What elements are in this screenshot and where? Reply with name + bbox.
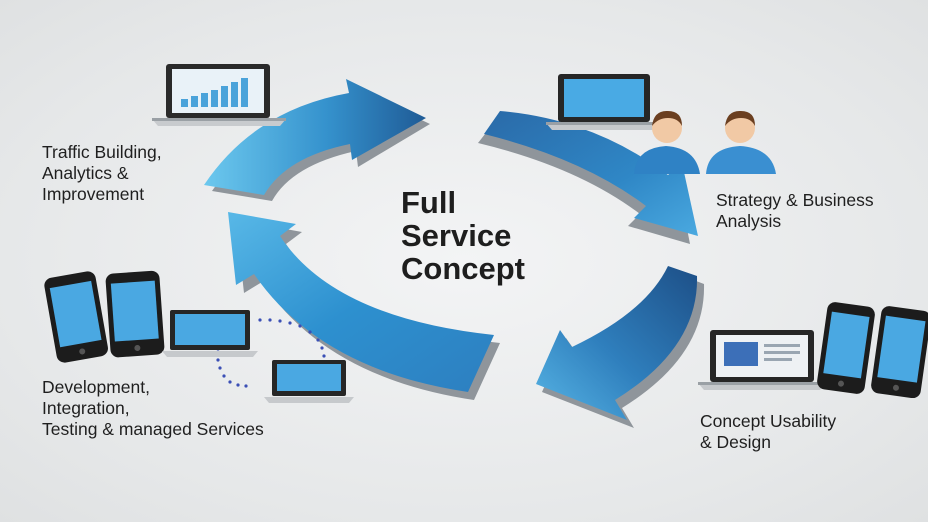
title-line-3: Concept <box>401 251 525 286</box>
diagram-title: Full Service Concept <box>401 186 601 285</box>
stage-development-line-1: Development, <box>42 377 150 397</box>
stage-traffic-line-3: Improvement <box>42 184 145 204</box>
stage-strategy-line-2: Analysis <box>716 211 782 231</box>
arrow-analytics-to-strategy <box>204 79 430 201</box>
stage-concept-line-2: & Design <box>700 432 772 452</box>
dev-smartphones-icon <box>44 270 165 363</box>
arrow-development-to-analytics <box>228 212 500 400</box>
stage-label-strategy: Strategy & Business Analysis <box>716 190 874 232</box>
title-line-1: Full <box>401 185 457 220</box>
stage-development-line-2: Integration, <box>42 398 130 418</box>
laptop-icon <box>546 74 662 130</box>
smartphones-icon <box>817 302 928 398</box>
stage-label-traffic: Traffic Building, Analytics & Improvemen… <box>42 142 162 205</box>
two-people-icon <box>634 110 776 174</box>
laptop-wireframe-icon <box>698 330 826 390</box>
stage-traffic-line-2: Analytics & <box>42 163 129 183</box>
laptop-bar-chart-icon <box>152 64 286 126</box>
stage-label-development: Development, Integration, Testing & mana… <box>42 377 264 440</box>
stage-traffic-line-1: Traffic Building, <box>42 142 162 162</box>
stage-strategy-line-1: Strategy & Business <box>716 190 874 210</box>
networked-laptops-icon <box>162 310 354 403</box>
title-line-2: Service <box>401 218 512 253</box>
stage-concept-line-1: Concept Usability <box>700 411 837 431</box>
stage-development-line-3: Testing & managed Services <box>42 419 264 439</box>
arrow-strategy-to-concept <box>478 111 698 244</box>
arrow-concept-to-development <box>536 266 705 428</box>
stage-label-concept: Concept Usability & Design <box>700 411 836 453</box>
